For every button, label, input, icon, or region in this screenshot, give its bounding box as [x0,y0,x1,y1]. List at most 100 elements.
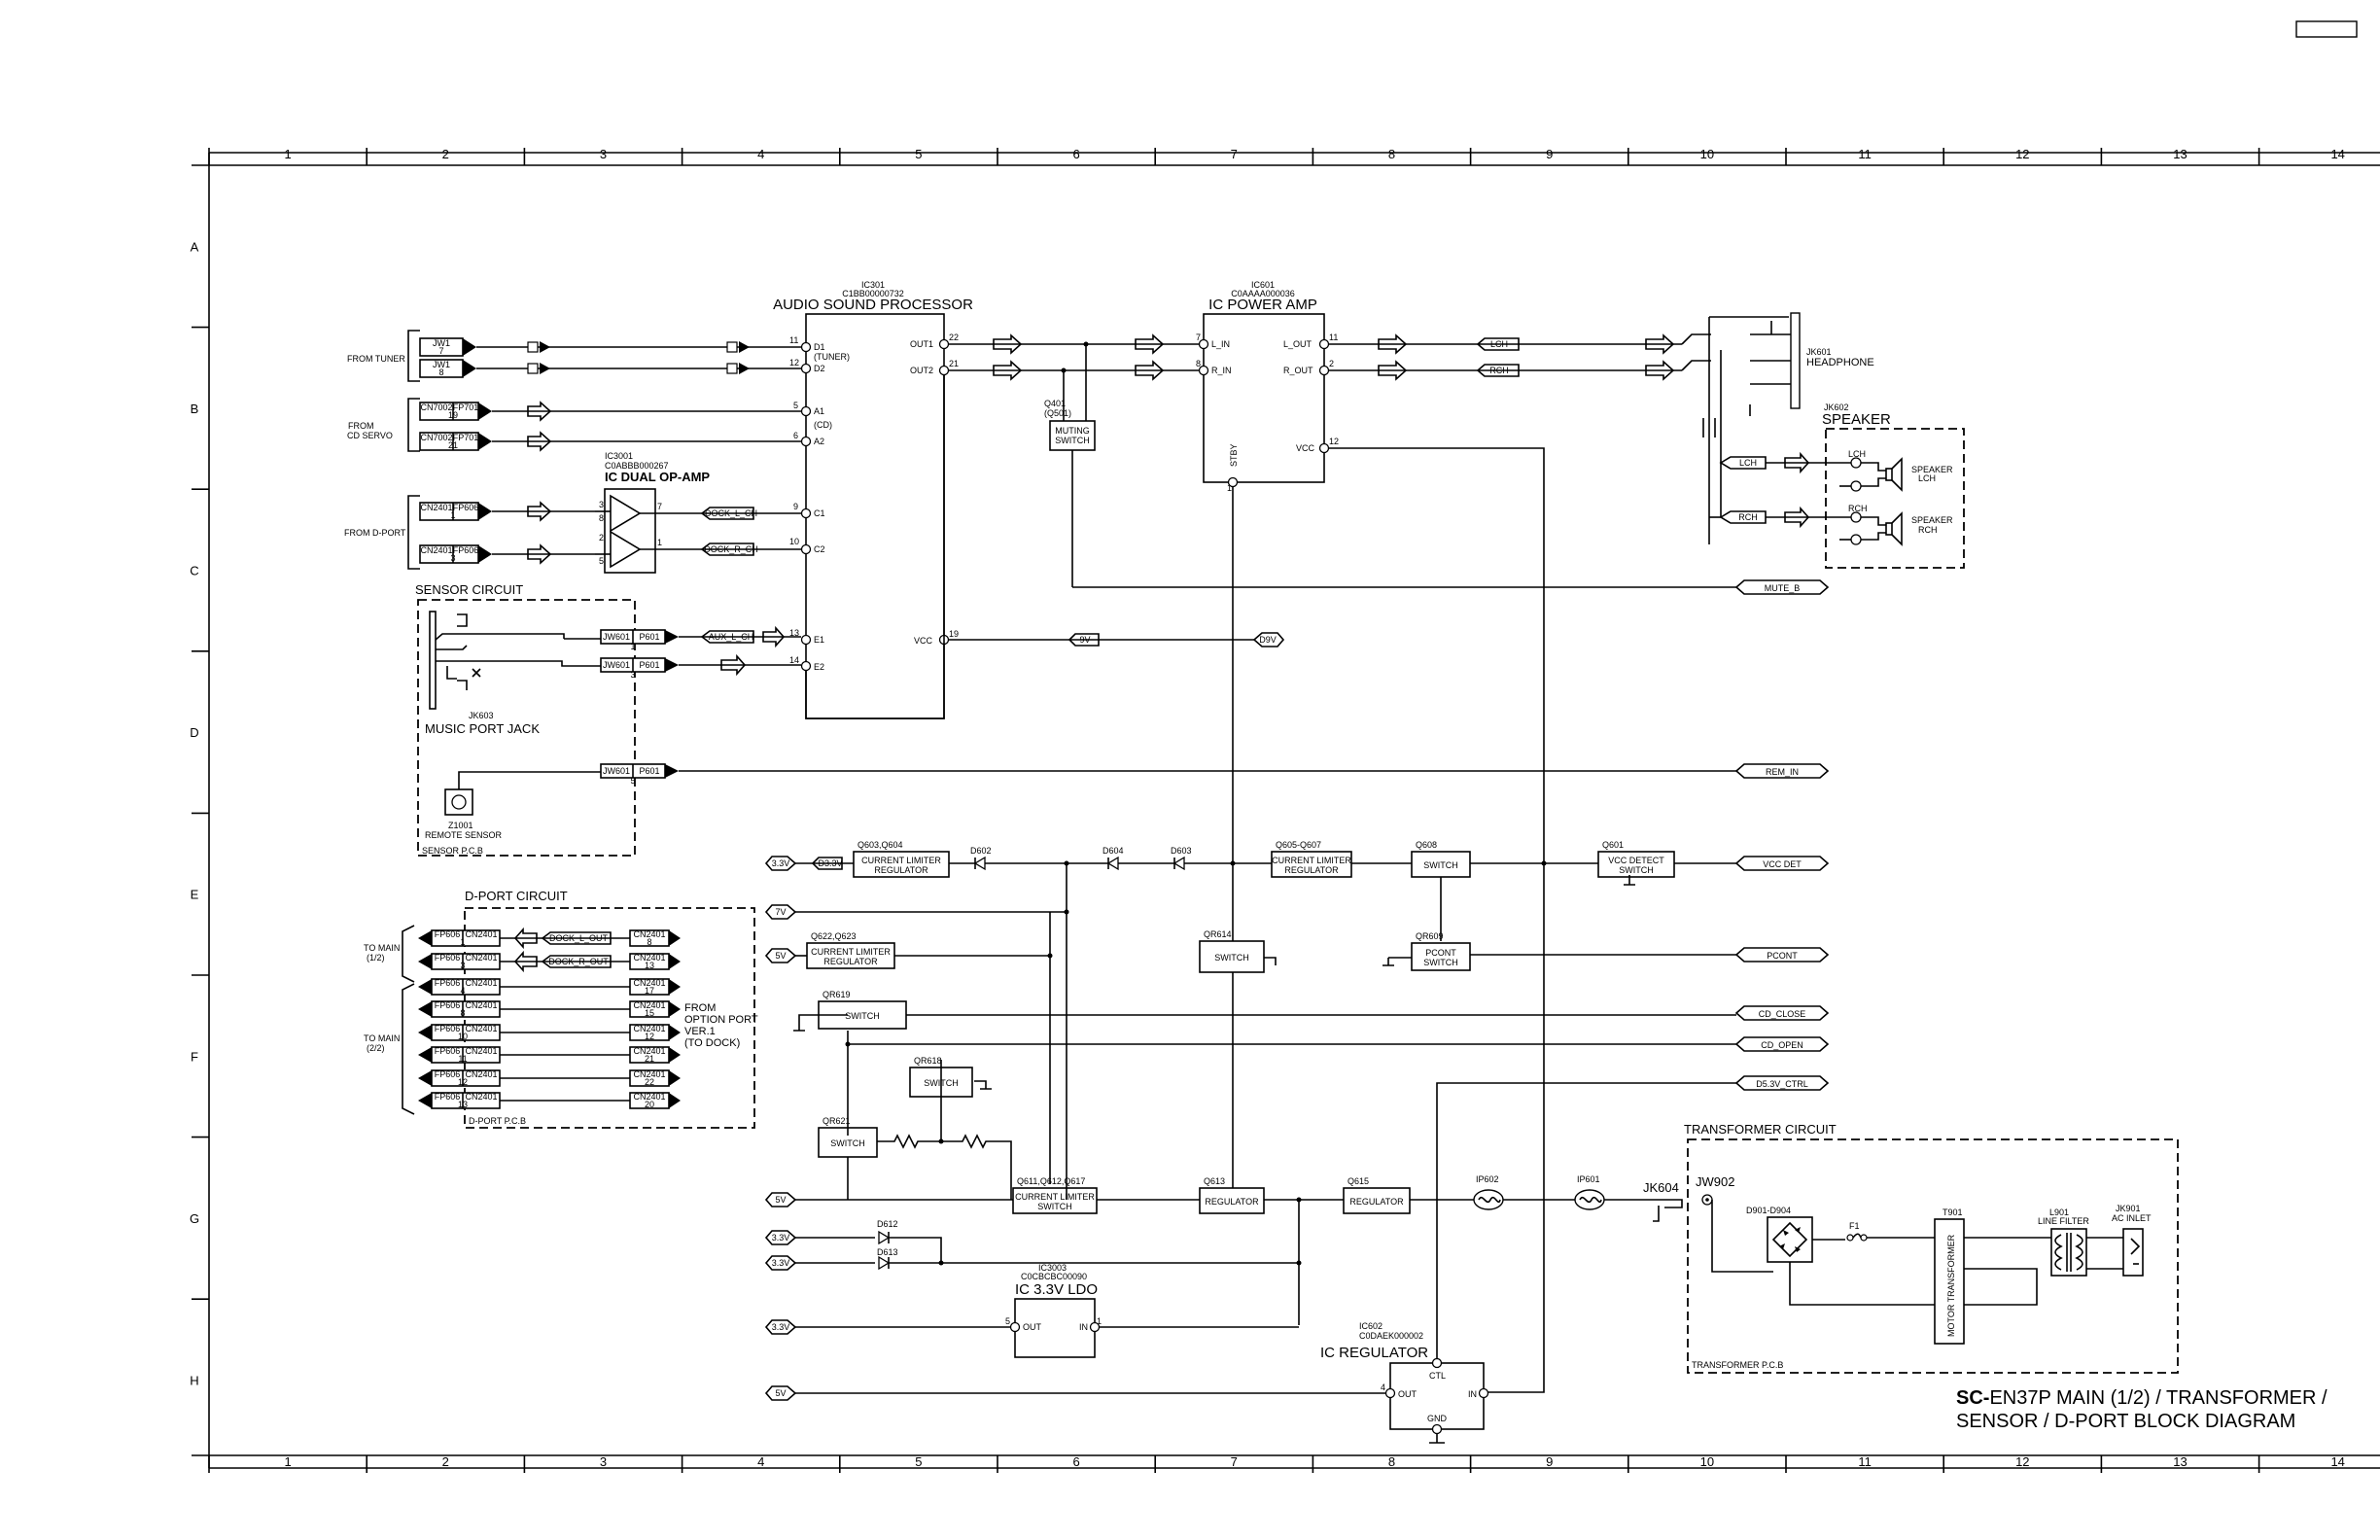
svg-text:19: 19 [949,629,959,639]
column-label-bottom: 6 [1072,1454,1079,1469]
column-label-bottom: 8 [1388,1454,1395,1469]
rail-tag [764,1192,797,1208]
svg-text:C0CBCBC00090: C0CBCBC00090 [1021,1272,1087,1281]
dport-mid-label: CN2401 [465,1069,497,1079]
svg-text:1: 1 [657,538,662,547]
column-label-bottom: 11 [1858,1454,1872,1469]
block-label: REGULATOR [1205,1197,1259,1207]
ic301-audio-sound-processor: IC301 C1BB00000732 AUDIO SOUND PROCESSOR… [773,280,973,719]
q401-muting-switch: Q401 (Q501) MUTING SWITCH [1044,341,1096,587]
block-label: SWITCH [1423,958,1458,967]
rail-label: 5V [775,951,786,961]
title-rest: EN37P MAIN (1/2) / TRANSFORMER / [1989,1387,2328,1409]
svg-text:JK603: JK603 [469,711,494,720]
dport-circuit-title: D-PORT CIRCUIT [465,889,568,903]
dport-mid-label: CN2401 [465,1092,497,1102]
svg-text:3: 3 [630,670,635,680]
svg-text:OUT2: OUT2 [910,366,933,375]
rail-label: 7V [775,907,786,917]
dport-circuit-box [464,907,755,1129]
column-label-bottom: 5 [915,1454,922,1469]
block-ref: Q608 [1416,840,1437,850]
svg-text:IN: IN [1079,1322,1088,1332]
jw601-p601-connector: JW601 P601 1 JW601 P601 3 JW601 P601 5 [600,629,679,786]
svg-text:P601: P601 [639,632,659,642]
svg-text:L_IN: L_IN [1211,339,1230,349]
diode-d603: D603 [1171,846,1192,871]
svg-text:C0ABBB000267: C0ABBB000267 [605,461,669,471]
svg-text:VCC DET: VCC DET [1763,859,1802,869]
dport-left-label: FP606 [435,978,461,988]
svg-text:C1BB00000732: C1BB00000732 [842,289,904,298]
svg-text:A1: A1 [814,406,824,416]
dport-right-pin: 13 [645,961,654,970]
source-dport: FROM D-PORT [344,528,406,538]
column-label-bottom: 14 [2330,1454,2344,1469]
rail-tag [764,1319,797,1335]
svg-text:8: 8 [1196,359,1201,368]
fuse-f1: F1 [1846,1221,1868,1242]
svg-text:RCH: RCH [1738,512,1758,522]
net-9v: 9V [1079,635,1090,645]
svg-text:FP606: FP606 [453,503,479,512]
sensor-pcb-label: SENSOR P.C.B [422,846,483,856]
transformer-circuit-box [1687,1138,2179,1374]
column-label-top: 4 [757,147,764,161]
net-d9v-tag [1252,632,1285,648]
block-ref: QR609 [1416,931,1444,941]
block-label: CURRENT LIMITER [811,947,891,957]
dport-mid-label: CN2401 [465,1000,497,1010]
svg-text:CTL: CTL [1429,1371,1446,1381]
block-label: CURRENT LIMITER [861,856,941,865]
svg-text:11: 11 [789,335,798,345]
svg-text:E2: E2 [814,662,824,672]
jk901-ac-inlet: JK901 AC INLET [2112,1204,2152,1277]
dport-right-pin: 8 [647,937,651,947]
ic601-pin-circles [1198,338,1330,488]
svg-text:IP602: IP602 [1476,1174,1499,1184]
svg-text:5: 5 [599,556,604,566]
svg-text:A2: A2 [814,437,824,446]
column-label-top: 3 [600,147,607,161]
svg-text:22: 22 [949,332,959,342]
svg-text:1: 1 [450,510,455,520]
svg-text:D602: D602 [970,846,992,856]
svg-text:SPEAKER: SPEAKER [1911,515,1953,525]
svg-text:(CD): (CD) [814,420,832,430]
block-label: REGULATOR [823,957,878,966]
svg-text:7: 7 [1196,332,1201,342]
dport-left-pin: 13 [458,1100,468,1109]
dport-right-label: CN2401 [633,1024,665,1033]
column-label-top: 7 [1231,147,1238,161]
dport-left-pin: 10 [458,1032,468,1041]
dport-pcb-label: D-PORT P.C.B [469,1116,526,1126]
block-label: CURRENT LIMITER [1272,856,1351,865]
svg-text:F1: F1 [1849,1221,1860,1231]
svg-text:STBY: STBY [1229,443,1239,467]
row-label: C [190,564,198,578]
svg-text:VCC: VCC [914,636,933,646]
svg-text:OUT: OUT [1398,1389,1418,1399]
svg-text:IC301: IC301 [861,280,885,290]
svg-text:CN2401: CN2401 [420,545,452,555]
svg-text:GND: GND [1427,1414,1448,1423]
bridge-d901-d904: D901-D904 [1746,1206,1813,1263]
dport-left-pin: 3 [460,961,465,970]
row-label: H [190,1374,198,1388]
svg-text:D603: D603 [1171,846,1192,856]
svg-text:IN: IN [1468,1389,1477,1399]
svg-text:6: 6 [793,431,798,440]
rail-tag [764,1230,797,1245]
svg-text:D901-D904: D901-D904 [1746,1206,1791,1215]
svg-text:CN7002: CN7002 [420,433,452,442]
diagram-title-line1: SC-EN37P MAIN (1/2) / TRANSFORMER / [1956,1387,2328,1409]
